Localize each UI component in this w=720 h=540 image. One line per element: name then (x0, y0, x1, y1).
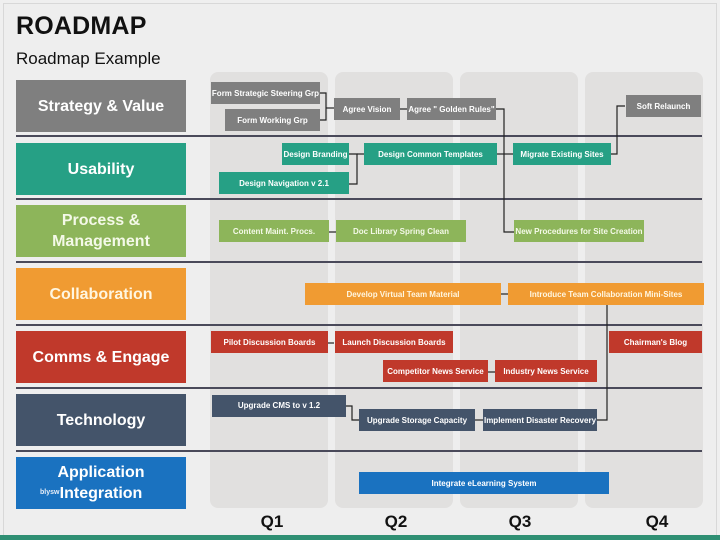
category-process-management: Process & Management (16, 205, 186, 257)
task-develop-virtual-team-material[interactable]: Develop Virtual Team Material (305, 283, 501, 305)
category-usability: Usability (16, 143, 186, 195)
task-label: Soft Relaunch (636, 101, 691, 111)
quarter-label-q2: Q2 (384, 512, 408, 531)
task-chairmans-blog[interactable]: Chairman's Blog (609, 331, 702, 353)
category-application-integration: Application Integration (16, 457, 186, 509)
row-divider (16, 135, 702, 137)
task-upgrade-cms[interactable]: Upgrade CMS to v 1.2 (212, 395, 346, 417)
task-label: Doc Library Spring Clean (352, 226, 450, 236)
category-strategy-value: Strategy & Value (16, 80, 186, 132)
category-label: Process & Management (52, 212, 150, 250)
task-label: Introduce Team Collaboration Mini-Sites (529, 289, 683, 299)
task-design-navigation[interactable]: Design Navigation v 2.1 (219, 172, 349, 194)
task-label: Chairman's Blog (623, 337, 688, 347)
task-design-branding[interactable]: Design Branding (282, 143, 349, 165)
task-label: Agree Vision (342, 104, 392, 114)
page-subtitle: Roadmap Example (16, 49, 161, 68)
category-label: Comms & Engage (32, 348, 170, 366)
watermark-text: blysw (40, 489, 60, 496)
task-implement-disaster-recovery[interactable]: Implement Disaster Recovery (483, 409, 597, 431)
category-label: Usability (67, 160, 135, 178)
task-pilot-discussion-boards[interactable]: Pilot Discussion Boards (211, 331, 328, 353)
task-form-working-grp[interactable]: Form Working Grp (225, 109, 320, 131)
task-agree-golden-rules[interactable]: Agree " Golden Rules" (407, 98, 496, 120)
task-agree-vision[interactable]: Agree Vision (334, 98, 400, 120)
task-soft-relaunch[interactable]: Soft Relaunch (626, 95, 701, 117)
task-doc-library-spring-clean[interactable]: Doc Library Spring Clean (336, 220, 466, 242)
task-label: Design Common Templates (378, 149, 483, 159)
task-label: Upgrade CMS to v 1.2 (237, 401, 321, 410)
task-launch-discussion-boards[interactable]: Launch Discussion Boards (335, 331, 453, 353)
category-technology: Technology (16, 394, 186, 446)
task-label: Content Maint. Procs. (232, 226, 316, 236)
task-label: Design Branding (283, 149, 348, 159)
quarter-label-q3: Q3 (508, 512, 532, 531)
task-label: Integrate eLearning System (431, 478, 537, 488)
task-label: Develop Virtual Team Material (346, 289, 460, 299)
category-comms-engage: Comms & Engage (16, 331, 186, 383)
bottom-accent-bar (0, 535, 720, 540)
task-new-procedures-site-creation[interactable]: New Procedures for Site Creation (514, 220, 644, 242)
task-form-strategic-steering-grp[interactable]: Form Strategic Steering Grp (211, 82, 320, 104)
task-label: Upgrade Storage Capacity (366, 415, 468, 425)
task-label: Form Working Grp (237, 115, 308, 125)
task-label: Launch Discussion Boards (342, 337, 446, 347)
task-content-maint-procs[interactable]: Content Maint. Procs. (219, 220, 329, 242)
task-introduce-team-collaboration[interactable]: Introduce Team Collaboration Mini-Sites (508, 283, 704, 305)
task-label: Form Strategic Steering Grp (211, 88, 320, 98)
task-design-common-templates[interactable]: Design Common Templates (364, 143, 497, 165)
task-upgrade-storage-capacity[interactable]: Upgrade Storage Capacity (359, 409, 475, 431)
task-label: New Procedures for Site Creation (515, 226, 643, 236)
category-label: Application Integration (57, 464, 145, 502)
category-label: Technology (56, 411, 146, 429)
row-divider (16, 324, 702, 326)
task-label: Design Navigation v 2.1 (239, 178, 329, 188)
row-divider (16, 198, 702, 200)
task-label: Migrate Existing Sites (520, 149, 604, 159)
row-divider (16, 387, 702, 389)
category-label: Strategy & Value (37, 97, 165, 115)
task-integrate-elearning-system[interactable]: Integrate eLearning System (359, 472, 609, 494)
row-divider (16, 450, 702, 452)
task-competitor-news-service[interactable]: Competitor News Service (383, 360, 488, 382)
task-label: Agree " Golden Rules" (408, 104, 495, 114)
task-label: Pilot Discussion Boards (223, 337, 316, 347)
category-label: Collaboration (49, 285, 153, 303)
task-label: Competitor News Service (387, 366, 484, 376)
row-divider (16, 261, 702, 263)
task-migrate-existing-sites[interactable]: Migrate Existing Sites (513, 143, 611, 165)
task-industry-news-service[interactable]: Industry News Service (495, 360, 597, 382)
category-collaboration: Collaboration (16, 268, 186, 320)
task-label: Implement Disaster Recovery (483, 415, 597, 425)
page-title: ROADMAP (16, 12, 147, 40)
task-label: Industry News Service (503, 366, 589, 376)
quarter-label-q4: Q4 (645, 512, 669, 531)
quarter-label-q1: Q1 (260, 512, 284, 531)
